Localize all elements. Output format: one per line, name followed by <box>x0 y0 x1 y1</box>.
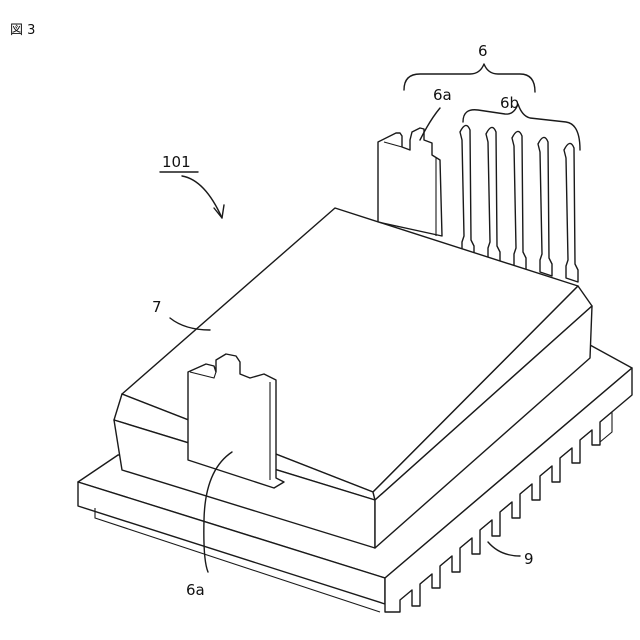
label-6a-top: 6a <box>433 86 452 104</box>
pin-4 <box>538 137 552 276</box>
pin-5 <box>564 143 578 282</box>
pin-1 <box>460 125 474 258</box>
label-6b: 6b <box>500 94 519 112</box>
label-6a-front: 6a <box>186 581 205 599</box>
label-9: 9 <box>524 550 534 568</box>
pin-2 <box>486 127 500 264</box>
pin-3 <box>512 131 526 270</box>
leader-9 <box>488 542 520 556</box>
leader-6a-top <box>420 108 440 140</box>
brace-6 <box>404 64 535 92</box>
label-7: 7 <box>152 298 162 316</box>
rear-terminal-plate <box>378 128 442 236</box>
rear-terminal-6a <box>378 128 442 236</box>
leader-101 <box>182 176 222 218</box>
label-101: 101 <box>162 153 191 171</box>
label-6: 6 <box>478 42 488 60</box>
figure-title: 図 3 <box>10 23 35 38</box>
